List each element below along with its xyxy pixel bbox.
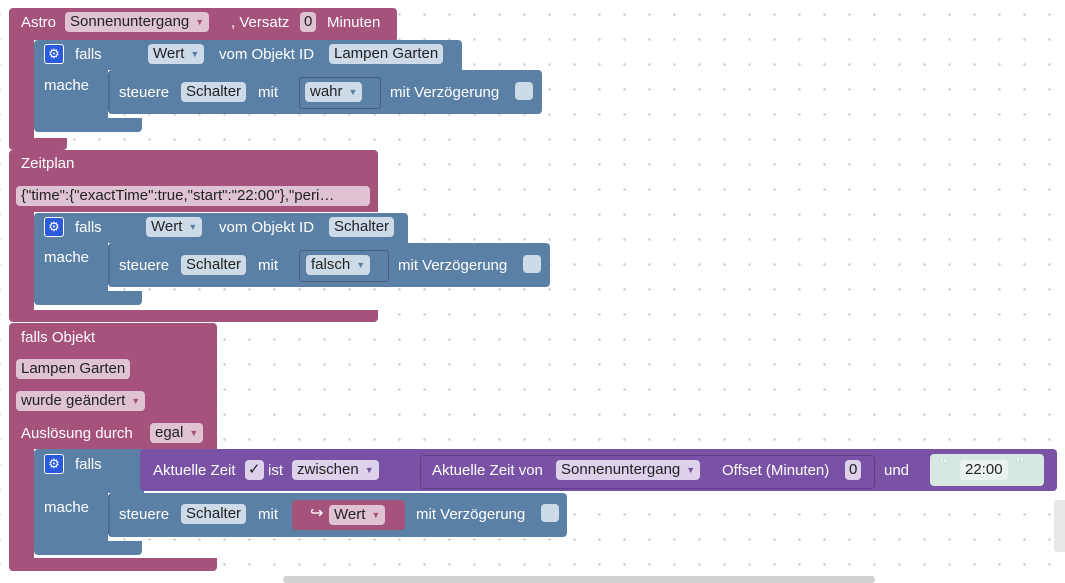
dropdown-arrow-icon: ▼ [371, 510, 381, 520]
operator-dropdown[interactable]: zwischen ▼ [292, 460, 379, 480]
delay-checkbox[interactable] [541, 504, 559, 522]
mache-label: mache [44, 499, 90, 516]
object-id-field[interactable]: Schalter [329, 217, 395, 237]
mache-label: mache [44, 77, 90, 94]
object-block-footer [9, 558, 217, 571]
astro-event-value: Sonnenuntergang [561, 461, 681, 478]
gear-icon[interactable]: ⚙ [44, 44, 64, 64]
schedule-block-spine [9, 212, 34, 312]
verzoegerung-label: mit Verzögerung [416, 506, 526, 523]
offset-input[interactable]: 0 [845, 460, 862, 480]
value-text: falsch [311, 256, 351, 273]
falls-label: falls [75, 46, 102, 63]
dropdown-arrow-icon: ▼ [348, 87, 358, 97]
operator-value: zwischen [297, 461, 359, 478]
trigger-value-dropdown[interactable]: Wert ▼ [329, 505, 386, 525]
versatz-label: , Versatz [231, 14, 290, 31]
steuere-label: steuere [119, 84, 170, 101]
vom-objekt-label: vom Objekt ID [219, 219, 315, 236]
value-dropdown[interactable]: falsch ▼ [306, 255, 371, 275]
astro-event-value: Sonnenuntergang [70, 13, 190, 30]
astro-block-footer [9, 138, 67, 150]
object-block-spine [9, 449, 34, 561]
verzoegerung-label: mit Verzögerung [390, 84, 500, 101]
astro-label: Astro [21, 14, 57, 31]
und-label: und [884, 462, 910, 479]
astro-block-spine [9, 40, 34, 140]
dropdown-arrow-icon: ▼ [188, 222, 198, 232]
mit-label: mit [258, 506, 278, 523]
astro-event-dropdown[interactable]: Sonnenuntergang ▼ [65, 12, 210, 32]
dropdown-arrow-icon: ▼ [131, 396, 141, 406]
if-block-spine [34, 493, 108, 543]
object-field[interactable]: Lampen Garten [16, 359, 131, 379]
trigger-dropdown[interactable]: egal ▼ [150, 423, 204, 443]
delay-checkbox[interactable] [523, 255, 541, 273]
value-slot [299, 77, 381, 109]
verzoegerung-label: mit Verzögerung [398, 257, 508, 274]
falls-label: falls [75, 219, 102, 236]
steuere-label: steuere [119, 257, 170, 274]
dropdown-arrow-icon: ▼ [190, 49, 200, 59]
property-dropdown[interactable]: Wert ▼ [148, 44, 205, 64]
aktuelle-zeit-label: Aktuelle Zeit [153, 462, 236, 479]
ist-label: ist [268, 462, 283, 479]
if-block-footer [34, 118, 142, 132]
time-field[interactable]: 22:00 [960, 460, 1008, 480]
dropdown-arrow-icon: ▼ [195, 17, 205, 27]
if-block-footer [34, 541, 142, 555]
dropdown-arrow-icon: ▼ [189, 428, 199, 438]
state-field[interactable]: Schalter [181, 82, 247, 102]
quote-close: ” [1016, 453, 1024, 478]
vom-objekt-label: vom Objekt ID [219, 46, 315, 63]
trigger-value: egal [155, 424, 184, 441]
if-block-spine [34, 243, 108, 293]
value-dropdown[interactable]: wahr ▼ [305, 82, 363, 102]
trash-can-icon[interactable] [1054, 500, 1065, 552]
offset-input[interactable]: 0 [300, 12, 317, 32]
check-field[interactable]: ✓ [245, 460, 264, 480]
trigger-label: Auslösung durch [21, 425, 133, 442]
value-text: wahr [310, 83, 343, 100]
property-value: Wert [153, 45, 185, 62]
minuten-label: Minuten [327, 14, 381, 31]
state-field[interactable]: Schalter [181, 504, 247, 524]
dropdown-arrow-icon: ▼ [364, 465, 374, 475]
quote-open: “ [940, 453, 948, 478]
dropdown-arrow-icon: ▼ [356, 260, 366, 270]
change-type-value: wurde geändert [21, 392, 126, 409]
value-slot [299, 250, 389, 282]
object-id-field[interactable]: Lampen Garten [329, 44, 444, 64]
property-dropdown[interactable]: Wert ▼ [146, 217, 203, 237]
gear-icon[interactable]: ⚙ [44, 454, 64, 474]
mache-label: mache [44, 249, 90, 266]
gear-icon[interactable]: ⚙ [44, 217, 64, 237]
if-block-spine [34, 70, 108, 120]
schedule-title: Zeitplan [21, 155, 75, 172]
horizontal-scrollbar[interactable] [283, 576, 875, 583]
trigger-value-text: Wert [334, 506, 366, 523]
aktuelle-zeit-von-label: Aktuelle Zeit von [432, 462, 543, 479]
steuere-label: steuere [119, 506, 170, 523]
schedule-field[interactable]: {"time":{"exactTime":true,"start":"22:00… [16, 186, 370, 206]
schedule-block-footer [9, 310, 378, 322]
mit-label: mit [258, 257, 278, 274]
dropdown-arrow-icon: ▼ [686, 465, 696, 475]
mit-label: mit [258, 84, 278, 101]
offset-label: Offset (Minuten) [722, 462, 830, 479]
property-value: Wert [151, 218, 183, 235]
state-field[interactable]: Schalter [181, 255, 247, 275]
delay-checkbox[interactable] [515, 82, 533, 100]
if-block-footer [34, 291, 142, 305]
falls-label: falls [75, 456, 102, 473]
return-arrow-icon: ↪ [310, 505, 324, 522]
change-type-dropdown[interactable]: wurde geändert ▼ [16, 391, 146, 411]
astro-event-dropdown[interactable]: Sonnenuntergang ▼ [556, 460, 701, 480]
object-trigger-title: falls Objekt [21, 329, 96, 346]
